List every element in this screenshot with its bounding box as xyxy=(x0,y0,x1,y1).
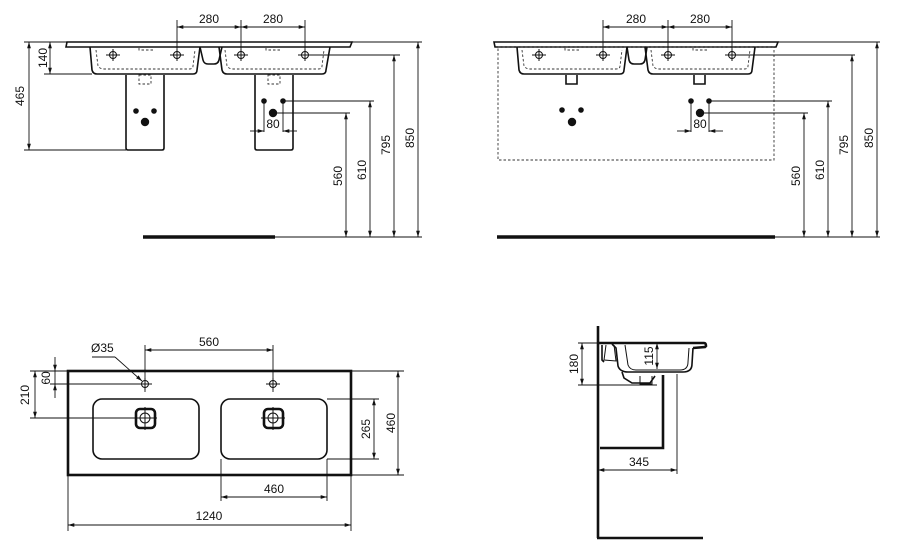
dim-80: 80 xyxy=(266,117,280,131)
dim-180: 180 xyxy=(567,354,581,374)
dim-795: 795 xyxy=(379,135,393,155)
dim-610: 610 xyxy=(813,160,827,180)
cabinet-outline xyxy=(497,46,775,161)
dim-280-left: 280 xyxy=(626,12,646,26)
dim-diameter-35: Ø35 xyxy=(91,341,114,355)
dim-265: 265 xyxy=(359,419,373,439)
dim-460-depth: 460 xyxy=(384,413,398,433)
dim-465: 465 xyxy=(13,86,27,106)
side-section-view: 180 115 345 xyxy=(567,326,708,540)
left-pedestal xyxy=(125,75,165,151)
dim-460-width: 460 xyxy=(264,482,284,496)
dim-560: 560 xyxy=(331,166,345,186)
dim-795: 795 xyxy=(837,135,851,155)
right-bowl xyxy=(220,398,328,460)
right-pedestal xyxy=(254,75,294,151)
dim-80: 80 xyxy=(693,117,707,131)
front-cabinet-view: 280 280 80 560 610 795 850 xyxy=(493,12,880,239)
basin-outline xyxy=(66,369,353,477)
dim-610: 610 xyxy=(355,160,369,180)
dim-560: 560 xyxy=(789,166,803,186)
dim-280-right: 280 xyxy=(263,12,283,26)
dim-280-right: 280 xyxy=(690,12,710,26)
dim-345: 345 xyxy=(629,455,649,469)
dim-210: 210 xyxy=(18,385,32,405)
plan-view: Ø35 560 60 210 265 460 460 xyxy=(18,335,404,531)
front-pedestal-view: 280 280 140 465 80 560 610 795 850 xyxy=(13,12,422,239)
dim-280-left: 280 xyxy=(199,12,219,26)
dim-140: 140 xyxy=(36,48,50,68)
dim-115: 115 xyxy=(642,346,656,365)
dim-850: 850 xyxy=(862,128,876,148)
dim-1240: 1240 xyxy=(196,509,223,523)
left-bowl xyxy=(92,398,200,460)
dim-850: 850 xyxy=(403,128,417,148)
dim-560: 560 xyxy=(199,335,219,349)
dim-60: 60 xyxy=(39,371,53,385)
cabinet xyxy=(600,375,665,450)
